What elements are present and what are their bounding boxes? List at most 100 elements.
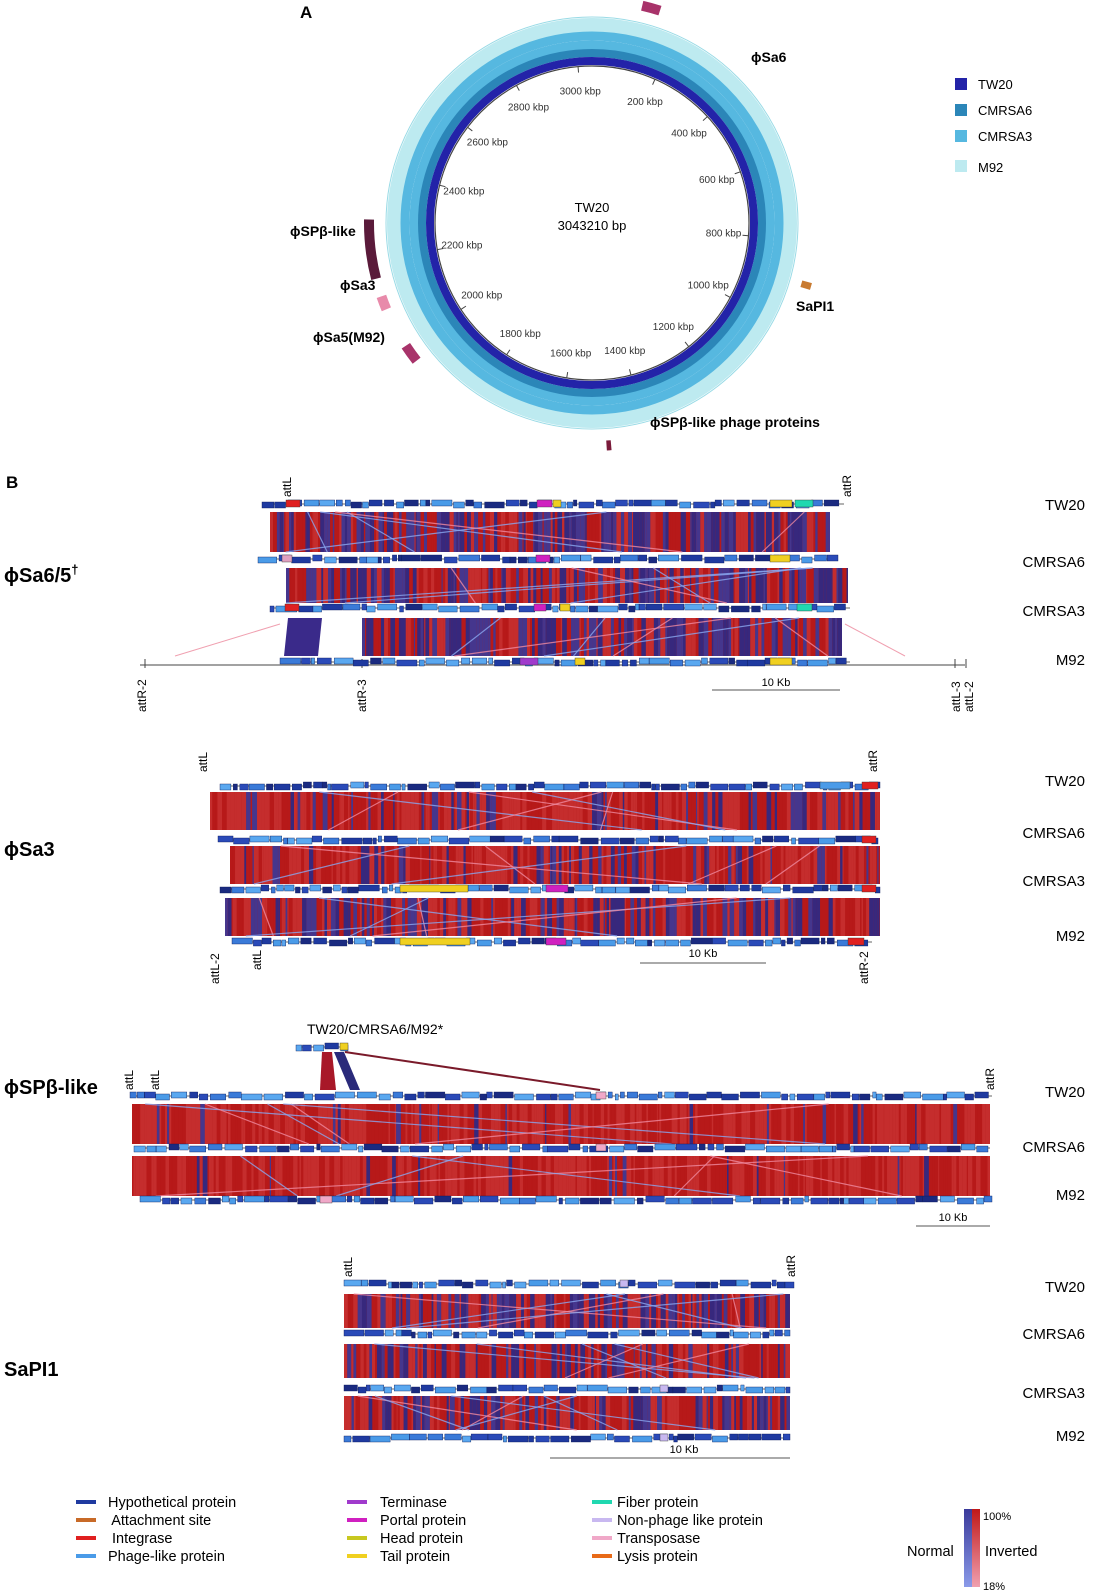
gene-feature [503, 939, 516, 947]
similarity-stripe [945, 1156, 948, 1196]
similarity-stripe [566, 568, 569, 603]
similarity-stripe [350, 898, 354, 936]
gene-feature [384, 1329, 394, 1337]
similarity-stripe [783, 1344, 786, 1378]
similarity-stripe [466, 1294, 469, 1328]
similarity-stripe [747, 792, 749, 830]
similarity-stripe [442, 1104, 448, 1144]
att-label: attR-2 [135, 679, 149, 712]
similarity-stripe [708, 1294, 710, 1328]
similarity-stripe [285, 512, 290, 552]
similarity-stripe [777, 1104, 782, 1144]
inversion-link [581, 1343, 667, 1379]
similarity-stripe [760, 512, 765, 552]
similarity-stripe [669, 1104, 672, 1144]
gene-feature [736, 499, 750, 507]
gene-feature [724, 884, 739, 892]
similarity-stripe [242, 898, 244, 936]
similarity-stripe [904, 1104, 907, 1144]
similarity-stripe [215, 792, 218, 830]
similarity-stripe [353, 898, 358, 936]
gene-feature [695, 781, 709, 789]
similarity-stripe [333, 792, 339, 830]
similarity-stripe [403, 1344, 407, 1378]
similarity-stripe [327, 1104, 331, 1144]
similarity-stripe [156, 1156, 161, 1196]
similarity-stripe [711, 512, 713, 552]
ring-legend-cmrsa3: CMRSA3 [978, 129, 1032, 144]
similarity-stripe [812, 898, 817, 936]
similarity-stripe [323, 568, 329, 603]
similarity-stripe [261, 792, 265, 830]
similarity-stripe [709, 1294, 715, 1328]
similarity-stripe [771, 1294, 776, 1328]
similarity-stripe [744, 618, 748, 656]
gene-feature [363, 837, 373, 845]
similarity-stripe [469, 618, 473, 656]
similarity-stripe [748, 846, 754, 884]
similarity-stripe [732, 1104, 736, 1144]
similarity-stripe [490, 618, 494, 656]
similarity-stripe [754, 1344, 757, 1378]
gene-feature [628, 605, 636, 613]
gene-feature [419, 1281, 423, 1289]
gene-feature [698, 1143, 706, 1151]
similarity-stripe [410, 512, 415, 552]
similarity-stripe [374, 512, 377, 552]
similarity-stripe [156, 1104, 160, 1144]
similarity-stripe [645, 618, 649, 656]
inversion-link [731, 1293, 741, 1329]
similarity-stripe [548, 846, 550, 884]
similarity-stripe [603, 846, 607, 884]
gene-feature [630, 659, 637, 667]
similarity-stripe [321, 898, 325, 936]
similarity-stripe [386, 512, 390, 552]
similarity-stripe [401, 792, 406, 830]
gene-feature [655, 783, 660, 791]
similarity-stripe [666, 1344, 669, 1378]
similarity-stripe [758, 618, 762, 656]
gene-feature [494, 659, 510, 667]
similarity-stripe [305, 512, 307, 552]
similarity-stripe [624, 618, 628, 656]
similarity-stripe [626, 898, 631, 936]
similarity-stripe [825, 512, 829, 552]
gene-feature [847, 937, 865, 946]
similarity-stripe [232, 846, 236, 884]
similarity-stripe [782, 568, 786, 603]
gene-feature [224, 1143, 243, 1151]
similarity-stripe [398, 618, 401, 656]
similarity-stripe [713, 1104, 715, 1144]
similarity-stripe [161, 1104, 166, 1144]
gene-feature [413, 1197, 434, 1205]
gene-feature [430, 835, 448, 843]
similarity-stripe [765, 512, 768, 552]
similarity-stripe [463, 1104, 468, 1144]
similarity-stripe [603, 512, 607, 552]
similarity-stripe [379, 1156, 385, 1196]
similarity-stripe [636, 1104, 639, 1144]
similarity-stripe [421, 512, 424, 552]
gene-feature [520, 499, 528, 507]
similarity-stripe [726, 1294, 728, 1328]
similarity-stripe [788, 898, 792, 936]
similarity-stripe [289, 568, 291, 603]
similarity-stripe [750, 512, 754, 552]
similarity-stripe [623, 846, 627, 884]
similarity-stripe [749, 1344, 755, 1378]
similarity-stripe [807, 568, 810, 603]
similarity-stripe [762, 1344, 767, 1378]
similarity-stripe [655, 898, 660, 936]
similarity-stripe [828, 898, 833, 936]
similarity-stripe [668, 1344, 674, 1378]
gene-track [217, 835, 879, 845]
gene-feature [678, 837, 687, 845]
similarity-stripe [832, 1156, 835, 1196]
similarity-stripe [226, 792, 231, 830]
gene-feature [903, 1091, 921, 1099]
similarity-stripe [399, 1294, 401, 1328]
similarity-stripe [665, 618, 668, 656]
genome-tick-mark [702, 116, 708, 122]
gene-feature [229, 1197, 236, 1205]
gene-feature [420, 554, 442, 562]
